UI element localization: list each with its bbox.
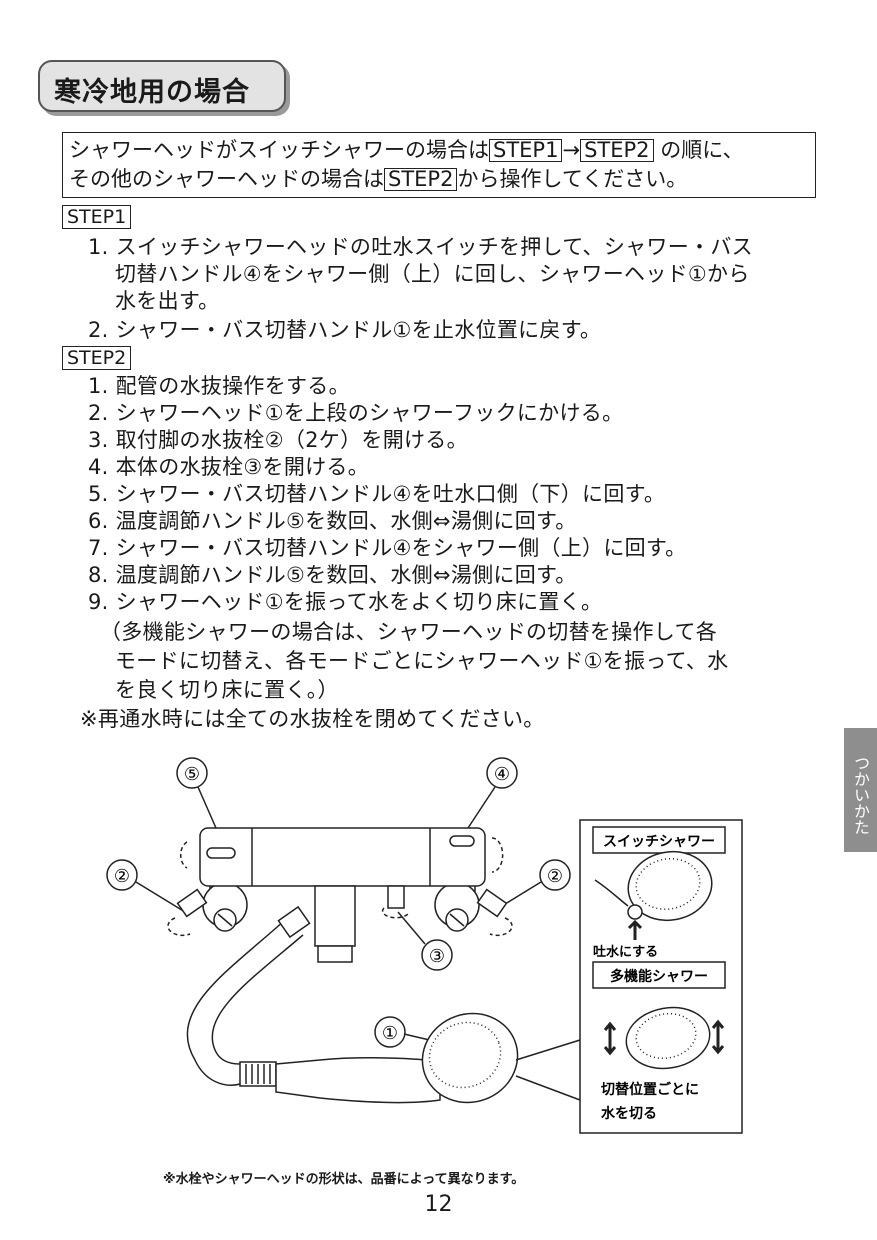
switch-caption: 吐水にする — [593, 944, 658, 960]
step1-label: STEP1 — [62, 205, 132, 229]
step2-line: （多機能シャワーの場合は、シャワーヘッドの切替を操作して各 — [100, 620, 718, 644]
faucet-body — [176, 827, 508, 963]
callout-4-circle — [486, 757, 518, 789]
callout-5-circle — [176, 757, 208, 789]
page-number: 12 — [424, 1192, 453, 1217]
step2-tag: STEP2 — [384, 168, 458, 191]
multi-shower-icon — [625, 1006, 711, 1070]
section-title-badge: 寒冷地用の場合 — [38, 60, 286, 112]
multi-shower-title: 多機能シャワー — [610, 968, 708, 985]
callout-5: ⑤ — [184, 764, 200, 785]
step1-line: 2. シャワー・バス切替ハンドル①を止水位置に戻す。 — [88, 318, 602, 342]
arrow: → — [562, 138, 581, 162]
step2-line: モードに切替え、各モードごとにシャワーヘッド①を振って、水 — [115, 649, 729, 673]
intro-text: の順に、 — [660, 138, 744, 162]
spout — [314, 885, 356, 947]
step2-line: 6. 温度調節ハンドル⑤を数回、水側⇔湯側に回す。 — [88, 509, 577, 533]
step2-line: 9. シャワーヘッド①を振って水をよく切り床に置く。 — [88, 590, 603, 614]
callout-2b: ② — [547, 866, 563, 887]
step2-line: 7. シャワー・バス切替ハンドル④をシャワー側（上）に回す。 — [88, 536, 687, 560]
callout-4: ④ — [494, 764, 510, 785]
callout-1-circle — [374, 1016, 406, 1048]
footnote: ※水栓やシャワーヘッドの形状は、品番によって異なります。 — [163, 1172, 525, 1187]
callout-2b-circle — [539, 859, 571, 891]
callout-1: ① — [382, 1023, 398, 1044]
step1-tag: STEP1 — [489, 139, 563, 162]
step2-line: 5. シャワー・バス切替ハンドル④を吐水口側（下）に回す。 — [88, 482, 666, 506]
step1-line: 切替ハンドル④をシャワー側（上）に回し、シャワーヘッド①から — [115, 262, 750, 286]
step1-line: 水を出す。 — [115, 289, 220, 313]
step2-label: STEP2 — [62, 346, 132, 370]
callout-3-circle — [421, 939, 453, 971]
shower-hose — [186, 905, 311, 1087]
faucet-bar — [199, 827, 486, 887]
step2-line: を良く切り床に置く。） — [115, 678, 339, 702]
step2-line: 1. 配管の水抜操作をする。 — [88, 374, 350, 398]
step2-line: 2. シャワーヘッド①を上段のシャワーフックにかける。 — [88, 401, 624, 425]
callout-3: ③ — [429, 946, 445, 967]
callout-2a-circle — [106, 859, 138, 891]
switch-shower-title: スイッチシャワー — [603, 834, 715, 850]
drain-plug-left — [176, 888, 208, 918]
faucet-diagram: ⑤ ④ ② ② ③ ① — [106, 757, 743, 1134]
intro-text: その他のシャワーヘッドの場合は — [69, 167, 384, 191]
multi-title-box — [592, 961, 726, 989]
drain-plug-3 — [387, 885, 405, 909]
side-tab: つかいかた — [844, 728, 877, 852]
drain-plug-right — [476, 888, 508, 918]
switch-shower-icon — [627, 850, 713, 922]
step1-line: 1. スイッチシャワーヘッドの吐水スイッチを押して、シャワー・バス — [88, 235, 753, 259]
callout-2a: ② — [114, 866, 130, 887]
step2-tag: STEP2 — [580, 139, 654, 162]
step2-line: 3. 取付脚の水抜栓②（2ケ）を開ける。 — [88, 428, 468, 452]
multi-caption-1: 切替位置ごとに — [601, 1081, 699, 1098]
intro-text: シャワーヘッドがスイッチシャワーの場合は — [69, 138, 489, 162]
step2-line: 4. 本体の水抜栓③を開ける。 — [88, 455, 370, 479]
intro-text: から操作してください。 — [457, 167, 688, 191]
reopen-note: ※再通水時には全ての水抜栓を閉めてください。 — [80, 707, 545, 731]
multi-caption-2: 水を切る — [601, 1105, 657, 1122]
step2-line: 8. 温度調節ハンドル⑤を数回、水側⇔湯側に回す。 — [88, 563, 577, 587]
section-title: 寒冷地用の場合 — [54, 77, 250, 108]
shower-head — [275, 1012, 581, 1104]
